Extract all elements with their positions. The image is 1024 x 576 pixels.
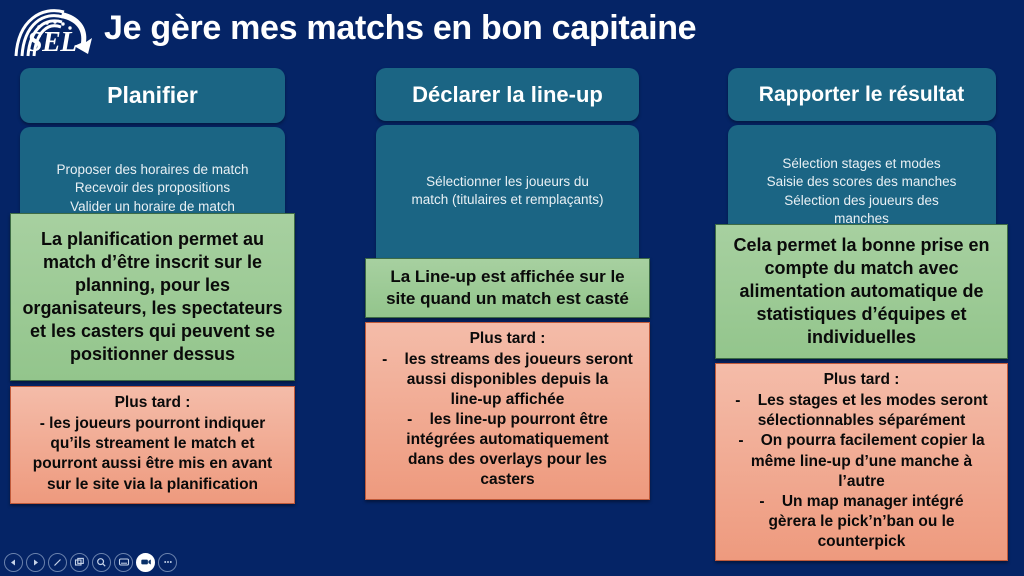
later-bullet: - les line-up pourront être xyxy=(375,410,640,430)
later-line: sélectionnables séparément xyxy=(757,412,966,430)
later-line: - les joueurs pourront indiquer xyxy=(39,415,266,433)
step-header-declarer-la-line-up[interactable]: Déclarer la line-up xyxy=(376,68,639,121)
step-body-line: Valider un horaire de match xyxy=(70,198,235,214)
presenter-view-icon[interactable] xyxy=(114,552,133,572)
later-line: aussi disponibles depuis la xyxy=(406,370,609,388)
previous-slide-icon[interactable] xyxy=(4,552,23,572)
next-slide-icon[interactable] xyxy=(26,552,45,572)
step-body-line: Recevoir des propositions xyxy=(74,180,231,196)
step-body-line: manches xyxy=(834,211,889,227)
later-line: les line-up pourront être xyxy=(429,411,608,429)
presentation-toolbar xyxy=(4,551,177,573)
column-declarer-la-line-up: Déclarer la line-up Sélectionner les jou… xyxy=(365,68,650,500)
bullet-dash: - xyxy=(382,350,388,368)
later-line: sur le site via la planification xyxy=(46,475,259,493)
step-body-line: Sélection stages et modes xyxy=(782,156,941,171)
step-body-line: Sélection des joueurs des xyxy=(784,192,939,208)
more-options-icon[interactable] xyxy=(158,552,177,572)
benefit-card-planifier: La planification permet au match d’être … xyxy=(10,213,295,381)
later-line: counterpick xyxy=(817,533,906,551)
later-card-declarer-la-line-up: Plus tard : - les streams des joueurs se… xyxy=(365,321,650,500)
bullet-dash: - xyxy=(407,411,413,429)
benefit-card-rapporter-le-resultat: Cela permet la bonne prise en compte du … xyxy=(715,224,1008,359)
benefit-text: La planification permet au match d’être … xyxy=(22,228,283,365)
later-line: On pourra facilement copier la xyxy=(760,432,985,450)
pen-icon[interactable] xyxy=(48,552,67,572)
later-line: pourront aussi être mis en avant xyxy=(32,455,273,473)
later-line: Un map manager intégré xyxy=(781,492,964,510)
benefit-text: La Line-up est affichée sur le site quan… xyxy=(386,267,629,308)
step-header-rapporter-le-resultat[interactable]: Rapporter le résultat xyxy=(727,68,996,121)
later-line: line-up affichée xyxy=(450,390,565,408)
later-bullet: - Les stages et les modes seront xyxy=(725,391,998,411)
later-bullet: - les streams des joueurs seront xyxy=(375,350,640,370)
column-planifier: Planifier Proposer des horaires de match… xyxy=(10,68,295,504)
later-line: casters xyxy=(480,471,535,489)
later-title: Plus tard : xyxy=(469,329,546,347)
step-body-line: Sélectionner les joueurs du xyxy=(426,174,589,189)
page-title: Je gère mes matchs en bon capitaine xyxy=(104,9,697,47)
later-title: Plus tard : xyxy=(114,394,191,411)
later-bullet: - Un map manager intégré xyxy=(725,492,998,512)
later-bullet: - On pourra facilement copier la xyxy=(725,431,998,451)
later-line: gèrera le pick’n’ban ou le xyxy=(768,512,955,530)
bullet-dash: - xyxy=(735,392,741,410)
later-line: dans des overlays pour les xyxy=(407,451,607,469)
later-line: qu’ils streament le match et xyxy=(50,435,255,453)
step-header-planifier[interactable]: Planifier xyxy=(20,68,285,123)
benefit-card-declarer-la-line-up: La Line-up est affichée sur le site quan… xyxy=(365,258,650,318)
bullet-dash: - xyxy=(759,492,765,510)
column-rapporter-le-resultat: Rapporter le résultat Sélection stages e… xyxy=(715,68,1008,562)
zoom-icon[interactable] xyxy=(92,552,111,572)
bullet-dash: - xyxy=(738,432,744,450)
sel-arch-stars-logo: SEL xyxy=(6,2,102,60)
later-line: Les stages et les modes seront xyxy=(757,392,988,410)
svg-text:SEL: SEL xyxy=(27,27,77,58)
later-line: les streams des joueurs seront xyxy=(404,350,633,368)
later-card-rapporter-le-resultat: Plus tard : - Les stages et les modes se… xyxy=(715,363,1008,562)
step-body-line: Proposer des horaires de match xyxy=(56,162,249,177)
later-line: même line-up d’une manche à xyxy=(750,452,973,470)
step-body-declarer-la-line-up: Sélectionner les joueurs du match (titul… xyxy=(376,125,639,270)
benefit-text: Cela permet la bonne prise en compte du … xyxy=(733,234,990,348)
slide-grid-icon[interactable] xyxy=(70,552,89,572)
later-line: l’autre xyxy=(838,472,885,490)
step-body-line: Saisie des scores des manches xyxy=(766,174,957,190)
later-title: Plus tard : xyxy=(823,371,900,388)
record-video-icon[interactable] xyxy=(136,552,155,572)
slide-header: SEL Je gère mes matchs en bon capitaine xyxy=(0,0,1024,64)
later-line: intégrées automatiquement xyxy=(406,431,609,449)
step-body-line: match (titulaires et remplaçants) xyxy=(411,192,604,208)
later-card-planifier: Plus tard : - les joueurs pourront indiq… xyxy=(10,386,295,504)
